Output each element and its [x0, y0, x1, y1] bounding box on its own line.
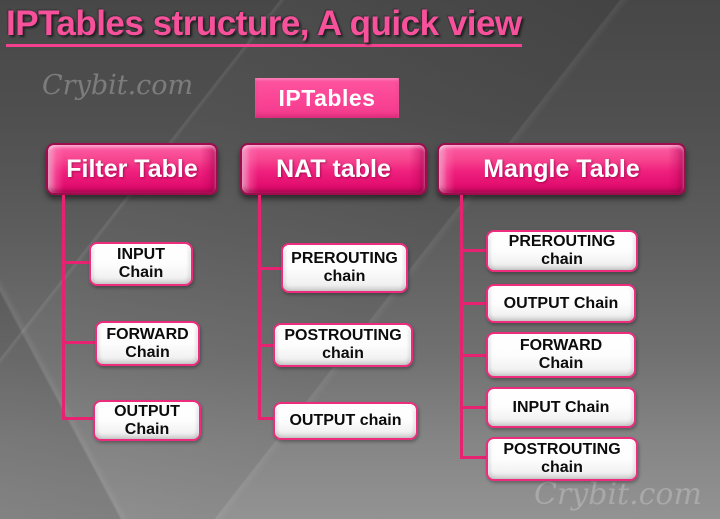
mangle-table-header: Mangle Table: [437, 143, 686, 195]
chain-box-nat-prerouting: PREROUTING chain: [281, 243, 408, 293]
chain-label: POSTROUTING: [284, 327, 402, 344]
connector-line: [62, 195, 65, 420]
connector-line: [258, 267, 282, 270]
nat-table-label: NAT table: [276, 154, 391, 183]
connector-line: [460, 249, 487, 252]
chain-label: chain: [541, 251, 583, 268]
iptables-root-label: IPTables: [278, 84, 376, 111]
connector-line: [460, 406, 487, 409]
chain-label: Chain: [118, 264, 164, 281]
chain-label: FORWARD: [519, 337, 603, 354]
chain-label: OUTPUT Chain: [503, 294, 619, 312]
connector-line: [62, 341, 96, 344]
chain-box-mangle-prerouting: PREROUTING chain: [486, 230, 638, 272]
connector-line: [460, 195, 463, 459]
connector-line: [62, 417, 94, 420]
chain-label: chain: [322, 345, 364, 362]
watermark-bottom: Crybit.com: [534, 477, 702, 512]
chain-label: INPUT Chain: [512, 398, 610, 416]
connector-line: [258, 344, 274, 347]
chain-box-nat-output: OUTPUT chain: [273, 402, 418, 440]
chain-label: INPUT: [117, 246, 165, 263]
iptables-root-node: IPTables: [255, 78, 399, 118]
chain-box-mangle-forward: FORWARD Chain: [486, 332, 636, 378]
watermark-top: Crybit.com: [42, 70, 194, 101]
connector-line: [460, 302, 487, 305]
page-title-text: IPTables structure, A quick view: [6, 4, 522, 47]
chain-box-mangle-input: INPUT Chain: [486, 387, 636, 428]
chain-label: POSTROUTING: [503, 441, 621, 458]
chain-label: chain: [323, 268, 366, 285]
chain-label: chain: [541, 459, 583, 476]
connector-line: [258, 195, 261, 420]
chain-label: Chain: [124, 420, 170, 438]
chain-label: PREROUTING: [291, 250, 398, 267]
filter-table-label: Filter Table: [66, 154, 198, 183]
page-title: IPTables structure, A quick view: [6, 4, 522, 47]
chain-label: FORWARD: [106, 325, 189, 343]
connector-line: [460, 456, 487, 459]
chain-box-filter-forward: FORWARD Chain: [95, 321, 200, 366]
connector-line: [62, 261, 90, 264]
chain-label: OUTPUT: [114, 402, 180, 420]
chain-label: Chain: [125, 343, 170, 361]
filter-table-header: Filter Table: [46, 143, 218, 195]
mangle-table-label: Mangle Table: [483, 154, 640, 183]
connector-line: [258, 417, 274, 420]
nat-table-header: NAT table: [240, 143, 427, 195]
chain-box-mangle-postrouting: POSTROUTING chain: [486, 437, 638, 481]
connector-line: [460, 354, 487, 357]
chain-box-nat-postrouting: POSTROUTING chain: [273, 323, 413, 367]
chain-label: OUTPUT chain: [289, 412, 402, 429]
chain-box-filter-output: OUTPUT Chain: [93, 400, 201, 441]
chain-label: Chain: [538, 355, 584, 372]
chain-box-filter-input: INPUT Chain: [89, 242, 193, 286]
chain-box-mangle-output: OUTPUT Chain: [486, 284, 636, 323]
chain-label: PREROUTING: [508, 233, 616, 250]
